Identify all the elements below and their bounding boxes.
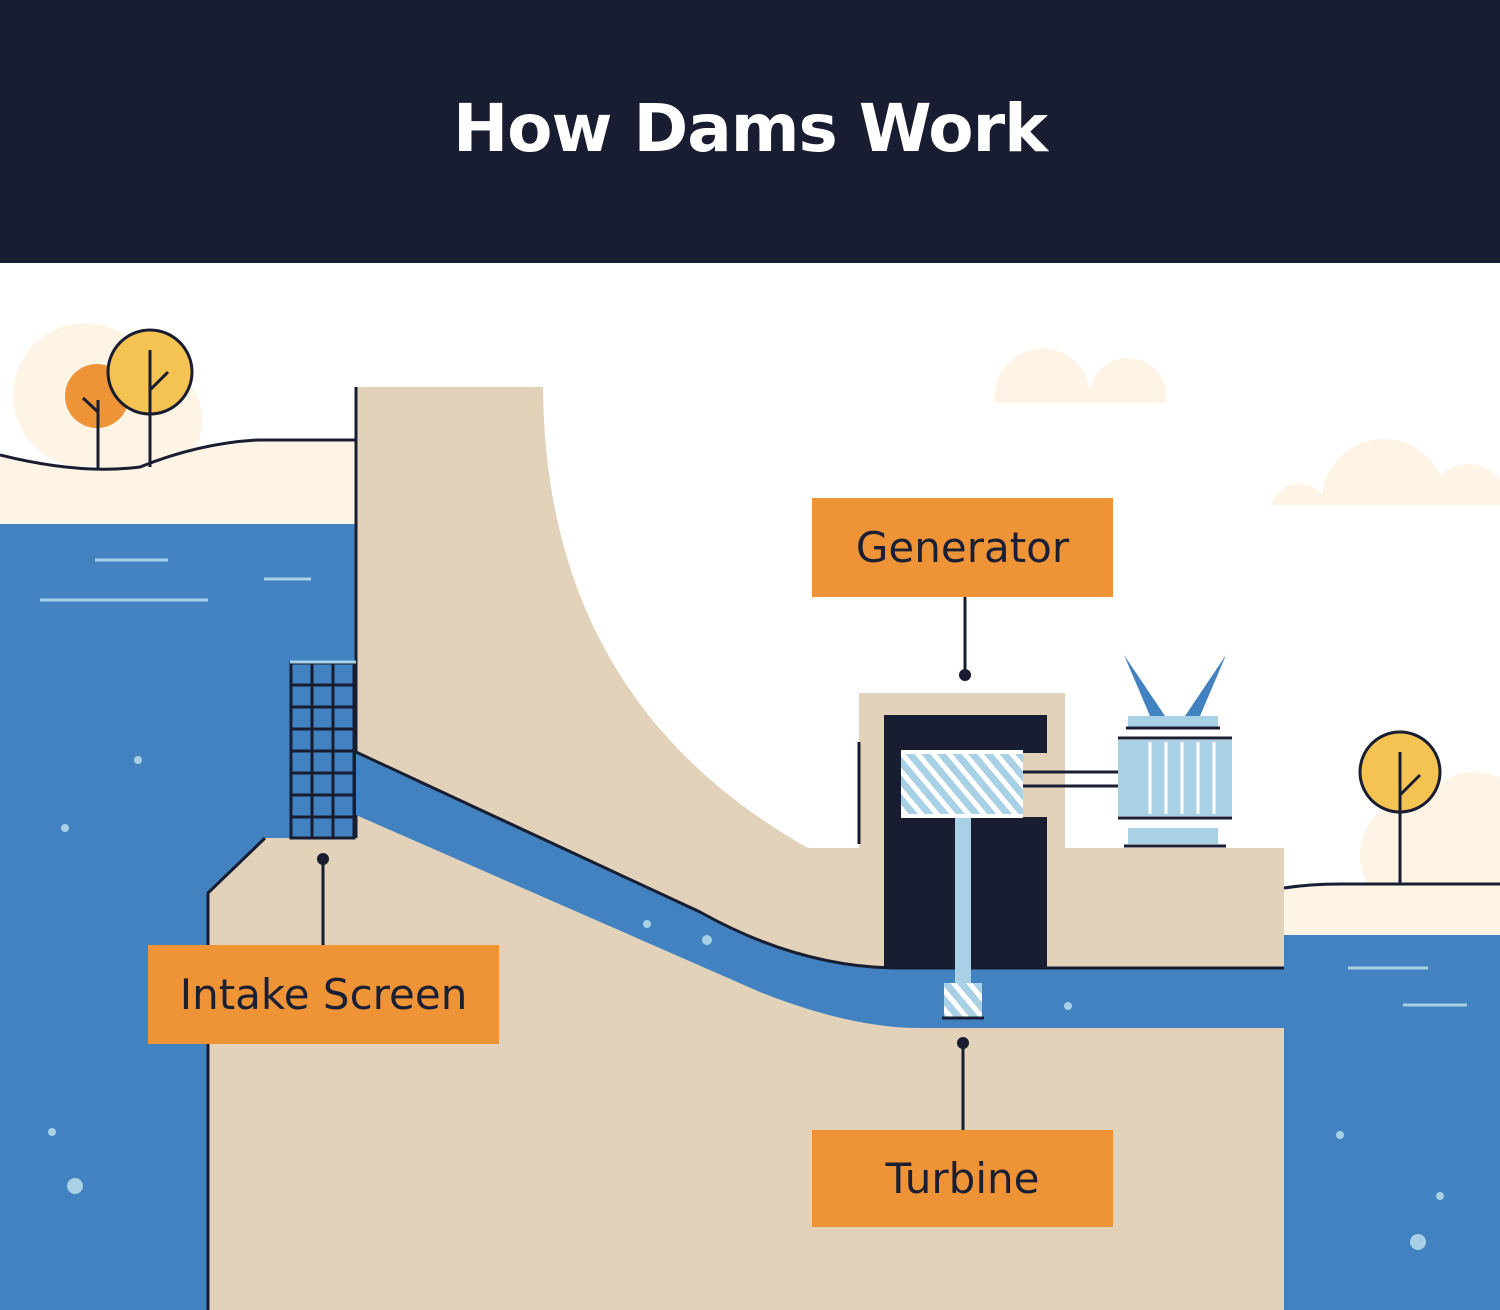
penstock-bubbles	[643, 920, 1072, 1010]
water-bubbles-left	[48, 756, 142, 1194]
intake-screen-grid	[289, 661, 356, 840]
water-ripples-left	[40, 558, 311, 602]
intake-screen-label: Intake Screen	[148, 945, 499, 1044]
right-bank-outline	[1283, 882, 1500, 890]
cloud-right	[1272, 438, 1500, 505]
generator-leader	[959, 597, 971, 681]
left-bank	[0, 440, 356, 524]
dam-foundation-edge	[206, 836, 267, 1310]
penstock	[356, 752, 1284, 1028]
water-ripples-right	[1348, 966, 1467, 1007]
intake-screen-leader	[317, 853, 329, 945]
left-bank-outline	[0, 438, 356, 471]
tailwater	[1284, 935, 1500, 1310]
right-bank	[1284, 884, 1500, 935]
cloud-mid	[994, 348, 1167, 403]
dam-wall	[208, 387, 1284, 1310]
dam-diagram	[0, 323, 1500, 1310]
turbine-runner	[942, 983, 984, 1020]
title-banner: How Dams Work	[0, 0, 1500, 263]
water-bubbles-right	[1336, 1131, 1444, 1250]
page-title: How Dams Work	[452, 90, 1048, 167]
turbine-leader	[957, 1037, 969, 1130]
generator-label: Generator	[812, 498, 1113, 597]
generator-shaft	[1023, 770, 1120, 788]
turbine-label: Turbine	[812, 1130, 1113, 1227]
tree-yellow-left	[106, 328, 194, 467]
generator-unit	[901, 750, 1023, 983]
transformer	[1118, 655, 1232, 848]
tree-yellow-right	[1358, 730, 1442, 884]
